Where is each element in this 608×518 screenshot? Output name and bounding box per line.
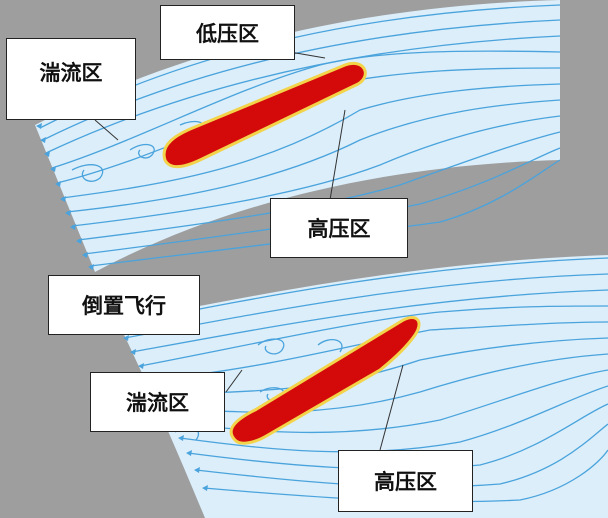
bottom-high-pressure-label: 高压区 — [338, 450, 473, 512]
top-turbulence-leader — [94, 119, 119, 141]
bottom-turbulence-leader — [225, 369, 243, 393]
top-low-pressure-leader — [289, 51, 326, 59]
top-flow-panel — [35, 0, 561, 272]
top-flow-region — [35, 0, 560, 272]
bottom-airfoil — [229, 316, 421, 445]
bottom-flow-panel — [116, 255, 608, 518]
top-high-pressure-leader — [329, 109, 346, 201]
bottom-turbulence-label: 湍流区 — [90, 372, 225, 432]
top-airfoil — [162, 61, 367, 169]
top-low-pressure-label: 低压区 — [160, 5, 295, 60]
bottom-title-label: 倒置飞行 — [48, 275, 200, 335]
bottom-streamlines — [117, 257, 608, 503]
top-high-pressure-label: 高压区 — [270, 198, 408, 258]
top-leading-edge-ticks — [36, 123, 94, 270]
bottom-flow-region — [118, 255, 608, 518]
bottom-high-pressure-leader — [379, 364, 404, 451]
top-turbulence-label: 湍流区 — [6, 38, 136, 120]
